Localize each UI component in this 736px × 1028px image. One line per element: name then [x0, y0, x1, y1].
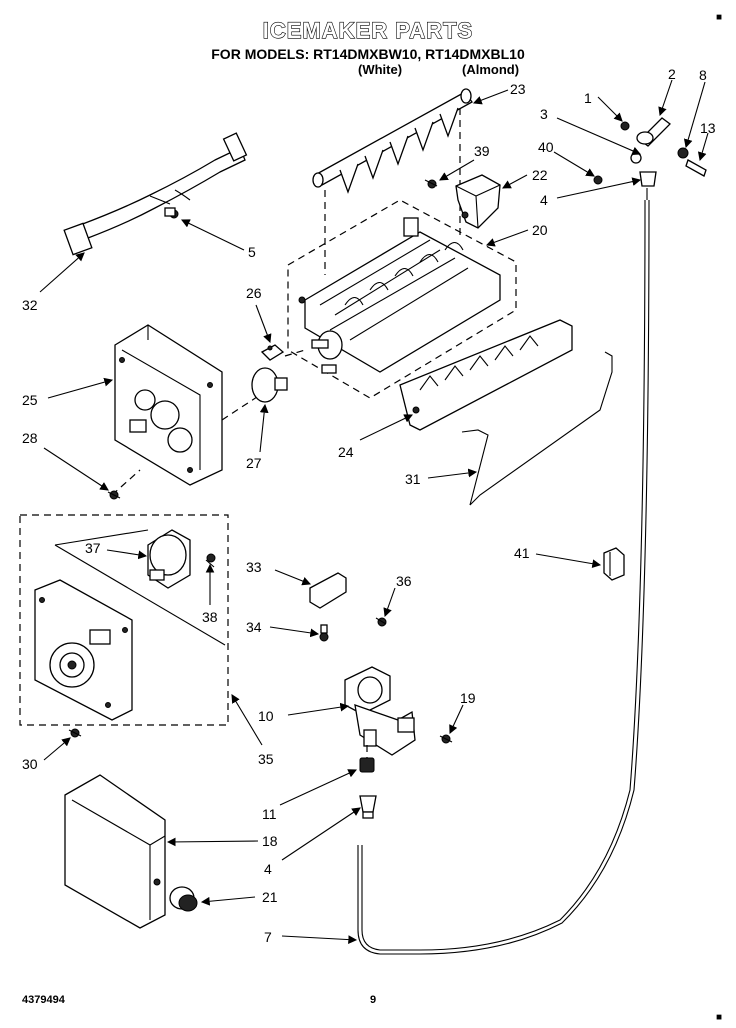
ejector: [312, 88, 473, 194]
module-cover: [64, 774, 166, 929]
screw-34: [319, 624, 329, 642]
label-2: 2: [668, 66, 676, 82]
thermostat: [260, 344, 285, 361]
label-24: 24: [338, 444, 354, 460]
label-4a: 4: [540, 192, 548, 208]
label-22: 22: [532, 167, 548, 183]
label-40: 40: [538, 139, 554, 155]
models-line: FOR MODELS: RT14DMXBW10, RT14DMXBL10: [211, 46, 525, 62]
bracket-33: [309, 572, 347, 609]
label-4b: 4: [264, 861, 272, 877]
motor-assembly-box: [19, 514, 229, 726]
screw-39: [424, 179, 438, 189]
ferrule-4b: [359, 795, 377, 819]
screw-19: [439, 734, 453, 744]
page-number: 9: [370, 994, 377, 1006]
motor: [147, 529, 191, 589]
motor-plate: [34, 579, 133, 721]
label-19: 19: [460, 690, 476, 706]
label-7: 7: [264, 929, 272, 945]
page-title: ICEMAKER PARTS: [262, 17, 474, 43]
corner-mark-bottom: ■: [716, 1012, 723, 1023]
ice-mold: [287, 199, 517, 399]
wire-harness: [63, 132, 248, 256]
fill-tube-fittings: [593, 117, 707, 187]
label-10: 10: [258, 708, 274, 724]
label-3: 3: [540, 106, 548, 122]
corner-mark-top: ■: [716, 12, 723, 23]
label-37: 37: [85, 540, 101, 556]
label-13: 13: [700, 120, 716, 136]
compression-nut: [359, 757, 375, 773]
stripper: [399, 319, 573, 431]
leader-lines: [39, 79, 709, 944]
label-36: 36: [396, 573, 412, 589]
module-housing: [114, 324, 223, 486]
water-valve: [344, 666, 416, 756]
screw-36: [375, 617, 387, 627]
color-almond: (Almond): [462, 62, 520, 77]
doc-number: 4379494: [22, 994, 65, 1006]
label-26: 26: [246, 285, 262, 301]
label-23: 23: [510, 81, 526, 97]
label-27: 27: [246, 455, 262, 471]
label-25: 25: [22, 392, 38, 408]
wire-clip: [603, 547, 625, 581]
color-white: (White): [358, 62, 403, 77]
shutoff-arm: [461, 351, 613, 506]
label-34: 34: [246, 619, 262, 635]
label-1: 1: [584, 90, 592, 106]
label-28: 28: [22, 430, 38, 446]
label-11: 11: [262, 806, 277, 822]
label-39: 39: [474, 143, 490, 159]
label-21: 21: [262, 889, 278, 905]
label-5: 5: [248, 244, 256, 260]
label-20: 20: [532, 222, 548, 238]
fill-cup: [455, 174, 501, 229]
label-31: 31: [405, 471, 421, 487]
label-30: 30: [22, 756, 38, 772]
screw-30: [68, 728, 82, 738]
label-35: 35: [258, 751, 274, 767]
label-8: 8: [699, 67, 707, 83]
mold-bearing: [251, 367, 288, 403]
screw-28: [107, 490, 121, 500]
label-41: 41: [514, 545, 530, 561]
screw-5: [164, 207, 179, 219]
label-32: 32: [22, 297, 38, 313]
cover-knob: [169, 886, 198, 912]
label-38: 38: [202, 609, 218, 625]
label-18: 18: [262, 833, 278, 849]
part-labels: 1 2 3 8 13 40 4 23 39 22 20 5 32 26 25 2…: [22, 66, 716, 945]
label-33: 33: [246, 559, 262, 575]
